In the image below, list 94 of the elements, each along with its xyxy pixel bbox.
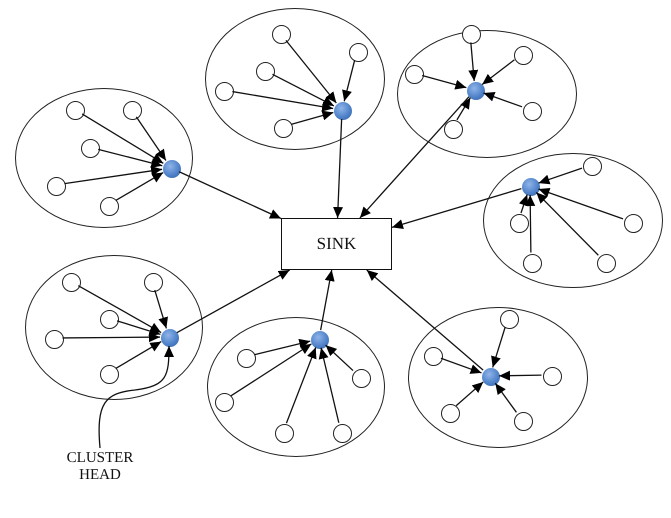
- arrow: [536, 192, 599, 256]
- sensor-node: [332, 424, 352, 442]
- arrow: [318, 348, 340, 423]
- sensor-node: [352, 368, 370, 388]
- arrow: [422, 74, 466, 90]
- callout-label: CLUSTER HEAD: [66, 450, 134, 486]
- sensor-node: [510, 214, 528, 232]
- arrow: [116, 341, 162, 369]
- arrow: [468, 42, 478, 82]
- sensor-node: [596, 254, 616, 272]
- arrow: [538, 167, 582, 184]
- sensor-node: [274, 118, 292, 138]
- arrow: [62, 332, 160, 342]
- arrow: [154, 290, 168, 329]
- arrow: [272, 74, 334, 106]
- arrow: [325, 344, 354, 372]
- sensor-node: [122, 100, 142, 120]
- sensor-node: [624, 214, 642, 232]
- arrow: [518, 194, 528, 214]
- cluster-head-node: [311, 331, 329, 349]
- sensor-node: [100, 196, 118, 216]
- cluster-head-node: [482, 368, 500, 386]
- sensor-node: [440, 404, 460, 422]
- cluster-ellipse: [25, 255, 203, 400]
- cluster-ellipse: [483, 153, 663, 288]
- arrow: [456, 97, 471, 120]
- sensor-node: [256, 62, 274, 80]
- arrow: [285, 40, 337, 104]
- arrow: [494, 382, 517, 413]
- cluster-head-node: [334, 102, 352, 120]
- arrow: [176, 269, 290, 334]
- sensor-node: [522, 254, 542, 272]
- arrow: [82, 113, 164, 164]
- sensor-node: [66, 100, 84, 120]
- arrow: [232, 90, 334, 112]
- cluster-head-node: [161, 329, 179, 347]
- arrow: [64, 166, 162, 184]
- arrow: [538, 188, 624, 220]
- sensor-node: [236, 348, 256, 368]
- sensor-node: [514, 412, 532, 430]
- arrow: [116, 320, 161, 336]
- cluster-ellipse: [408, 307, 588, 448]
- sensor-node: [44, 330, 64, 348]
- arrow: [116, 172, 164, 201]
- sink-box: [281, 218, 392, 270]
- cluster-ellipse: [15, 88, 193, 228]
- sensor-node: [444, 120, 462, 138]
- arrow: [499, 370, 542, 381]
- arrow: [440, 358, 482, 374]
- cluster-head-node: [163, 160, 181, 178]
- sensor-node: [62, 272, 80, 292]
- arrow: [525, 195, 536, 252]
- sink-label: SINK: [316, 234, 356, 254]
- sensor-node: [214, 82, 234, 100]
- sensor-node: [80, 138, 100, 158]
- sensor-node: [522, 102, 542, 120]
- sensor-node: [582, 156, 602, 176]
- sensor-node: [404, 64, 424, 84]
- arrow: [482, 59, 515, 86]
- sensor-node: [214, 392, 234, 412]
- arrow: [286, 347, 316, 424]
- cluster-ellipse: [205, 8, 385, 150]
- sensor-node: [100, 364, 118, 384]
- sensor-node: [514, 46, 532, 64]
- arrow: [98, 148, 162, 168]
- leader-line: [98, 346, 174, 448]
- arrow: [359, 96, 470, 218]
- arrow: [392, 188, 522, 229]
- arrow: [333, 118, 344, 218]
- arrow: [136, 116, 166, 161]
- sensor-node: [424, 346, 442, 366]
- arrow: [230, 343, 312, 396]
- sensor-node: [274, 424, 294, 442]
- arrow: [178, 171, 282, 220]
- arrow: [366, 270, 484, 371]
- arrow: [290, 110, 334, 126]
- sensor-node: [462, 24, 480, 44]
- cluster-head-node: [467, 82, 485, 100]
- sensor-node: [144, 272, 162, 292]
- arrow: [483, 92, 522, 108]
- sensor-node: [500, 310, 518, 328]
- arrow: [254, 338, 310, 356]
- sensor-node: [46, 176, 66, 196]
- arrow: [456, 381, 484, 406]
- cluster-ellipse: [207, 317, 385, 457]
- sensor-node: [348, 42, 368, 62]
- cluster-head-node: [522, 178, 540, 196]
- arrow: [320, 270, 335, 330]
- arrow: [491, 326, 506, 368]
- sensor-node: [272, 24, 290, 44]
- arrow: [78, 285, 162, 334]
- sensor-node: [100, 310, 118, 328]
- sensor-node: [542, 366, 562, 386]
- arrow: [342, 60, 356, 102]
